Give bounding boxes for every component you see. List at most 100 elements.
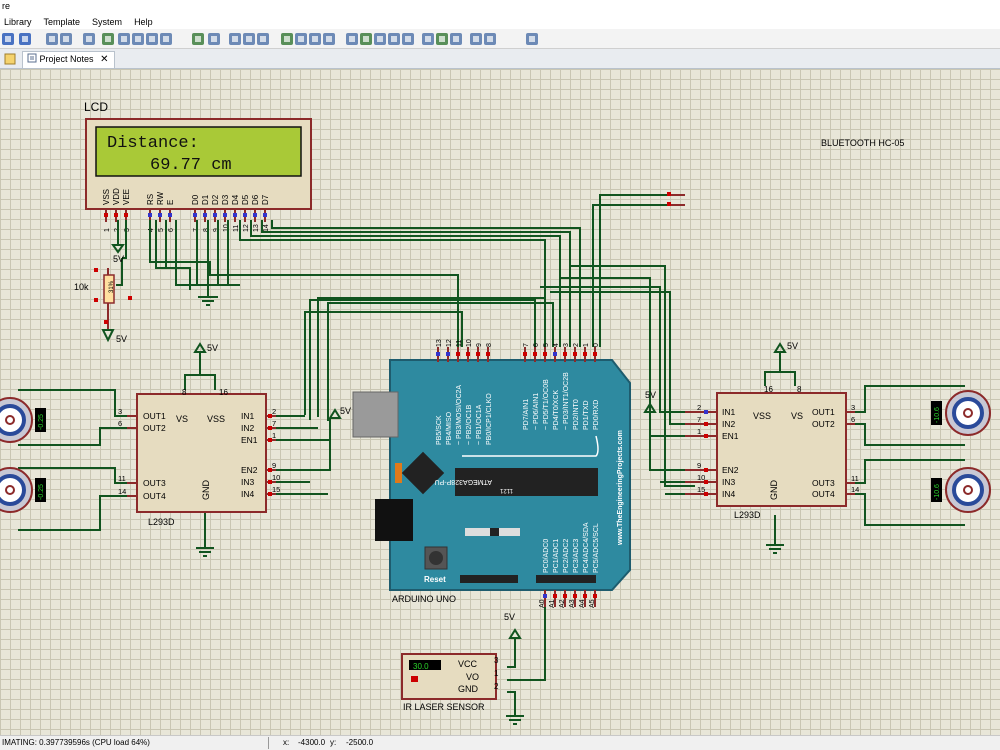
pick-device-icon[interactable] [346,33,358,45]
block-copy-icon[interactable] [281,33,293,45]
zoom-in-icon[interactable] [118,33,130,45]
tab-close-icon[interactable]: ✕ [100,54,109,65]
grid-dots-icon[interactable] [60,33,72,45]
arduino-pin-label: PC0/ADC0 [543,539,550,573]
arduino-pin-num: 3 [563,343,570,347]
block-move-icon[interactable] [295,33,307,45]
header-bottom-right [536,575,596,583]
arduino-pin-num: 1 [583,343,590,347]
arduino-pin-label: PB5/SCK [436,415,443,445]
motor-wires [18,385,965,531]
decompose-icon[interactable] [388,33,400,45]
arduino-pin-label: PD7/AIN1 [523,399,530,430]
exit-to-parent-icon[interactable] [484,33,496,45]
tab-project-notes[interactable]: Project Notes ✕ [22,51,116,68]
dc-motor[interactable]: -0.25 [0,397,46,443]
driver-right-in-pin: EN1 [722,431,739,441]
arduino-pin-num: A0 [539,599,546,608]
sensor-wires [507,607,546,700]
arduino-pin-num: 9 [476,343,483,347]
dc-motor[interactable]: -10.6 [931,467,991,513]
driver-right-out-pin: OUT4 [812,489,835,499]
arduino-pin-num: 2 [573,343,580,347]
label-5v-sensor: 5V [504,612,515,622]
lcd-pin-number: 9 [213,228,220,232]
package-tool-icon[interactable] [374,33,386,45]
cut-icon[interactable] [229,33,241,45]
arduino-uno[interactable]: ATMEGA328P-PU 1121 Reset www.TheEngineer… [352,339,631,608]
redo-icon[interactable] [208,33,220,45]
tab-arrow-icon[interactable] [3,52,17,66]
copy-icon[interactable] [243,33,255,45]
motor-driver-right[interactable]: L293D VSS VS GND 16 8 IN12IN27EN11EN29IN… [685,385,859,520]
arduino-pin-label: PC2/ADC2 [563,539,570,573]
driver-left-out-num: 11 [118,474,126,483]
make-device-icon[interactable] [360,33,372,45]
driver-right-gnd: GND [769,480,779,501]
property-assign-icon[interactable] [436,33,448,45]
dc-motor[interactable]: -10.6 [931,390,991,436]
search-tag-icon[interactable] [422,33,434,45]
driver-left-body [136,393,267,513]
help-icon[interactable] [19,33,31,45]
arduino-pin-num: 6 [533,343,540,347]
arduino-pin-label: PC4/ADC4/SDA [583,522,590,573]
lcd-pin-number: 11 [233,225,240,232]
grid-icon[interactable] [46,33,58,45]
tab-label: Project Notes [39,54,94,64]
power-led [395,463,402,483]
lcd-module[interactable]: LCD Distance: 69.77 cm VSS1VDD2VEE3RS4RW… [84,100,312,232]
zoom-area-icon[interactable] [160,33,172,45]
arduino-pin-label: ~ PD6/AIN1 [533,393,540,430]
driver-right-in-pin: IN3 [722,477,736,487]
driver-left-out-num: 14 [118,487,126,496]
power-symbols [101,244,796,725]
driver-left-in-pin: EN1 [241,435,258,445]
label-5v-pot: 5V [116,334,127,344]
potentiometer[interactable]: 31% 10k [74,258,132,330]
driver-right-in-num: 2 [697,403,701,412]
driver-left-name: L293D [148,517,175,527]
driver-left-out-pin: OUT2 [143,423,166,433]
new-sheet-icon[interactable] [450,33,462,45]
driver-right-in-pin: IN1 [722,407,736,417]
driver-left-out-num: 3 [118,407,122,416]
undo-icon[interactable] [192,33,204,45]
pot-value: 31% [109,280,115,293]
driver-left-pin16: 16 [219,388,228,397]
lcd-pin-marker [263,213,267,217]
block-rotate-icon[interactable] [309,33,321,45]
driver-right-out-num: 14 [851,485,859,494]
paste-icon[interactable] [257,33,269,45]
ir-laser-sensor[interactable]: 30.0 VCC VO GND 3 1 2 IR LASER SENSOR [401,653,499,712]
origin-icon[interactable] [83,33,95,45]
lcd-pin-name: RS [146,194,155,205]
chip-label: ATMEGA328P-PU [435,478,492,485]
remove-sheet-icon[interactable] [470,33,482,45]
ground-arrow-lcd [111,244,125,254]
driver-right-out-num: 6 [851,415,855,424]
arduino-pin-num: A4 [579,599,586,608]
menu-help[interactable]: Help [134,17,153,27]
dc-motor[interactable]: -0.25 [0,467,46,513]
lcd-pin-marker [193,213,197,217]
motor-driver-left[interactable]: L293D VS VSS GND 8 16 OUT13OUT26OUT311OU… [118,388,280,527]
zoom-out-icon[interactable] [132,33,144,45]
arduino-pin-num: 11 [456,340,463,347]
menu-system[interactable]: System [92,17,123,27]
menu-library[interactable]: Library [4,17,32,27]
pan-icon[interactable] [102,33,114,45]
save-icon[interactable] [2,33,14,45]
zoom-all-icon[interactable] [146,33,158,45]
wire-autorouter-icon[interactable] [402,33,414,45]
arduino-pin-label: PD2/INT0 [573,399,580,430]
lcd-pin-number: 1 [104,228,111,232]
block-delete-icon[interactable] [323,33,335,45]
coord-x-label: x: [283,738,290,747]
driver-right-in-pin: EN2 [722,465,739,475]
lcd-pin-name: VSS [102,189,111,205]
menu-template[interactable]: Template [43,17,81,27]
bill-of-materials-icon[interactable] [526,33,538,45]
arduino-pin-label: PB4/MISO [446,411,453,445]
